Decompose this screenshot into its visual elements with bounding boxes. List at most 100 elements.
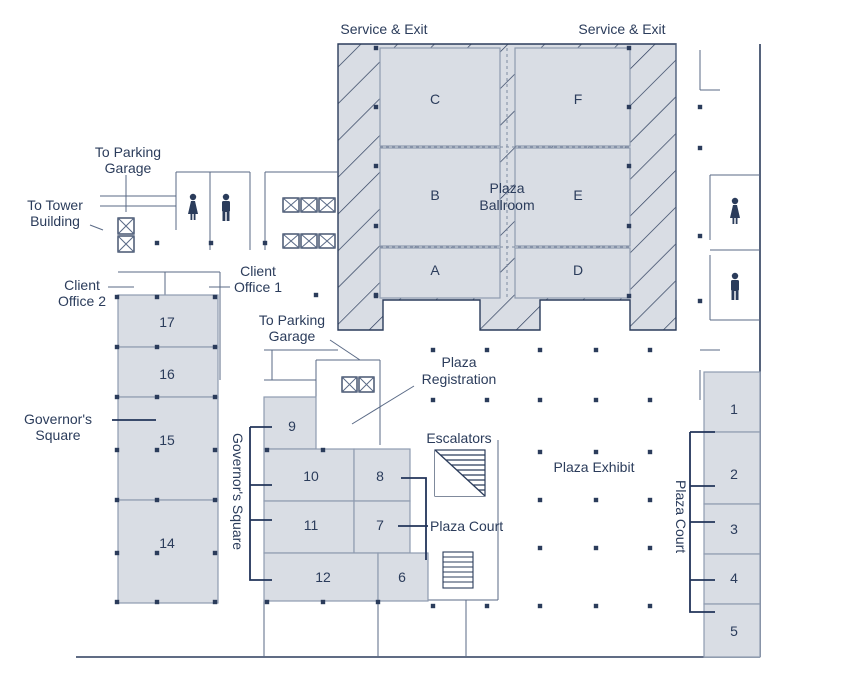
column-dot [114, 344, 120, 350]
room-8: 8 [376, 468, 384, 484]
ballroom-label-b: B [430, 187, 439, 203]
column-dot [114, 447, 120, 453]
elevator-icon [117, 217, 135, 253]
column-dot [212, 447, 218, 453]
room-12: 12 [315, 569, 331, 585]
to-parking-garage-mid-line2: Garage [269, 328, 316, 344]
column-dot [373, 104, 379, 110]
column-dot [647, 497, 653, 503]
ballroom-label-f: F [574, 91, 583, 107]
column-dot [647, 603, 653, 609]
column-dot [264, 447, 270, 453]
plaza-ballroom-area: C F B E A D Plaza Ballroom [337, 43, 677, 331]
ballroom-label-e: E [573, 187, 582, 203]
column-dot [484, 397, 490, 403]
ballroom-label-d: D [573, 262, 583, 278]
escalators-icon [434, 449, 486, 497]
room-3: 3 [730, 521, 738, 537]
column-dot [626, 223, 632, 229]
governors-square-left-line1: Governor's [24, 411, 92, 427]
column-dot [320, 447, 326, 453]
plaza-registration-line2: Registration [422, 371, 497, 387]
column-dot [212, 294, 218, 300]
governors-square-left-line2: Square [35, 427, 80, 443]
ballroom-section-b [379, 147, 501, 247]
column-dot [373, 292, 379, 298]
stairs-icon [442, 551, 474, 589]
client-office-1-line2: Office 1 [234, 279, 282, 295]
column-dot [114, 294, 120, 300]
room-2: 2 [730, 466, 738, 482]
plaza-court-rooms [703, 371, 761, 658]
column-dot [114, 550, 120, 556]
column-dot [154, 344, 160, 350]
room-9: 9 [288, 418, 296, 434]
plaza-exhibit-label: Plaza Exhibit [554, 459, 635, 475]
elevator-icon [341, 376, 375, 393]
column-dot [593, 497, 599, 503]
service-exit-left-label: Service & Exit [340, 21, 427, 37]
plaza-court-center-label: Plaza Court [430, 518, 503, 534]
column-dot [647, 347, 653, 353]
room-10: 10 [303, 468, 319, 484]
plaza-ballroom-title-line2: Ballroom [479, 197, 534, 213]
column-dot [114, 394, 120, 400]
restroom-women-icon [188, 193, 198, 220]
ballroom-section-c [379, 47, 501, 147]
column-dot [154, 497, 160, 503]
column-dot [264, 599, 270, 605]
column-dot [430, 603, 436, 609]
column-dot [537, 347, 543, 353]
column-dot [626, 293, 632, 299]
column-dot [626, 45, 632, 51]
column-dot [537, 449, 543, 455]
ballroom-section-e [514, 147, 631, 247]
column-dot [430, 347, 436, 353]
ballroom-section-d [514, 247, 631, 299]
column-dot [537, 497, 543, 503]
column-dot [697, 104, 703, 110]
column-dot [154, 294, 160, 300]
column-dot [154, 599, 160, 605]
column-dot [697, 233, 703, 239]
column-dot [373, 45, 379, 51]
to-tower-building-line1: To Tower [27, 197, 83, 213]
ballroom-label-c: C [430, 91, 440, 107]
plaza-ballroom-title-line1: Plaza [489, 180, 524, 196]
column-dot [484, 347, 490, 353]
column-dot [593, 397, 599, 403]
column-dot [373, 163, 379, 169]
column-dot [212, 599, 218, 605]
column-dot [593, 545, 599, 551]
column-dot [375, 599, 381, 605]
to-parking-garage-top-line1: To Parking [95, 144, 161, 160]
column-dot [208, 240, 214, 246]
room-15: 15 [159, 432, 175, 448]
client-office-1-line1: Client [240, 263, 276, 279]
to-parking-garage-mid-line1: To Parking [259, 312, 325, 328]
column-dot [154, 447, 160, 453]
column-dot [593, 603, 599, 609]
column-dot [313, 292, 319, 298]
governors-square-rooms [117, 294, 219, 604]
column-dot [154, 394, 160, 400]
room-16: 16 [159, 366, 175, 382]
column-dot [626, 163, 632, 169]
center-rooms [263, 396, 429, 602]
to-parking-garage-top-line2: Garage [105, 160, 152, 176]
structural-columns [114, 45, 703, 609]
restroom-men-icon [731, 272, 739, 300]
escalators-label: Escalators [426, 430, 491, 446]
column-dot [647, 449, 653, 455]
column-dot [537, 397, 543, 403]
column-dot [537, 603, 543, 609]
room-7: 7 [376, 517, 384, 533]
column-dot [212, 394, 218, 400]
column-dot [114, 497, 120, 503]
elevator-icon [282, 197, 336, 249]
column-dot [647, 545, 653, 551]
room-17: 17 [159, 314, 175, 330]
column-dot [373, 223, 379, 229]
column-dot [697, 145, 703, 151]
restroom-women-icon [730, 197, 740, 224]
